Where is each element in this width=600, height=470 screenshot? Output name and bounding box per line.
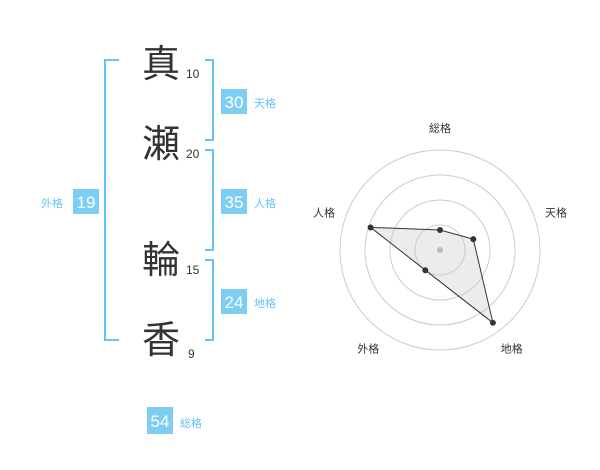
radar-ring-2 <box>389 199 491 301</box>
tenkaku-label: 天格 <box>254 96 276 110</box>
radar-ring-1 <box>414 224 466 276</box>
jinkaku-label: 人格 <box>254 196 276 210</box>
chikaku-bracket <box>205 259 214 341</box>
radar-point-5 <box>367 224 374 231</box>
name-char-1: 真 <box>142 42 180 86</box>
radar-ring-3 <box>364 174 516 326</box>
gaikaku-label: 外格 <box>41 196 63 210</box>
radar-point-1 <box>437 227 443 233</box>
score-jinkaku: 35 人格 <box>221 189 276 214</box>
score-chikaku: 24 地格 <box>221 289 276 314</box>
gaikaku-box <box>73 189 99 214</box>
outer-bracket <box>104 59 119 341</box>
tenkaku-box <box>221 89 247 114</box>
jinkaku-bracket <box>205 149 214 251</box>
name-char-4: 香 <box>142 318 180 362</box>
name-char-3: 輪 <box>142 238 180 282</box>
radar-axis-label-3: 地格 <box>501 342 523 356</box>
radar-axis-label-2: 天格 <box>545 205 567 219</box>
chikaku-label: 地格 <box>254 296 276 310</box>
radar-axis-label-1: 総格 <box>429 121 451 135</box>
name-characters: 真 10 瀬 20 輪 15 香 9 <box>142 42 200 362</box>
stroke-count-3: 15 <box>186 263 200 277</box>
radar-point-4 <box>422 267 429 274</box>
radar-center-dot <box>437 247 443 253</box>
radar-data-area <box>369 226 494 325</box>
stroke-count-4: 9 <box>188 347 195 361</box>
radar-point-3 <box>489 319 496 326</box>
chikaku-value: 24 <box>225 293 244 312</box>
soukaku-value: 54 <box>151 412 170 431</box>
radar-axis-label-4: 外格 <box>357 342 379 356</box>
tenkaku-bracket <box>205 59 214 141</box>
soukaku-box <box>147 407 173 434</box>
score-soukaku: 54 総格 <box>147 407 202 434</box>
soukaku-label: 総格 <box>180 416 202 430</box>
chikaku-box <box>221 289 247 314</box>
brackets <box>104 59 214 341</box>
jinkaku-value: 35 <box>225 193 244 212</box>
stroke-count-2: 20 <box>186 147 200 161</box>
gaikaku-value: 19 <box>77 193 96 212</box>
jinkaku-box <box>221 189 247 214</box>
stroke-count-1: 10 <box>186 67 200 81</box>
radar-point-2 <box>470 236 477 243</box>
tenkaku-value: 30 <box>225 93 244 112</box>
radar-ring-4 <box>339 149 541 351</box>
score-tenkaku: 30 天格 <box>221 89 276 114</box>
radar-axis-label-5: 人格 <box>313 205 335 219</box>
score-gaikaku: 外格 19 <box>41 189 99 214</box>
name-char-2: 瀬 <box>142 122 180 166</box>
